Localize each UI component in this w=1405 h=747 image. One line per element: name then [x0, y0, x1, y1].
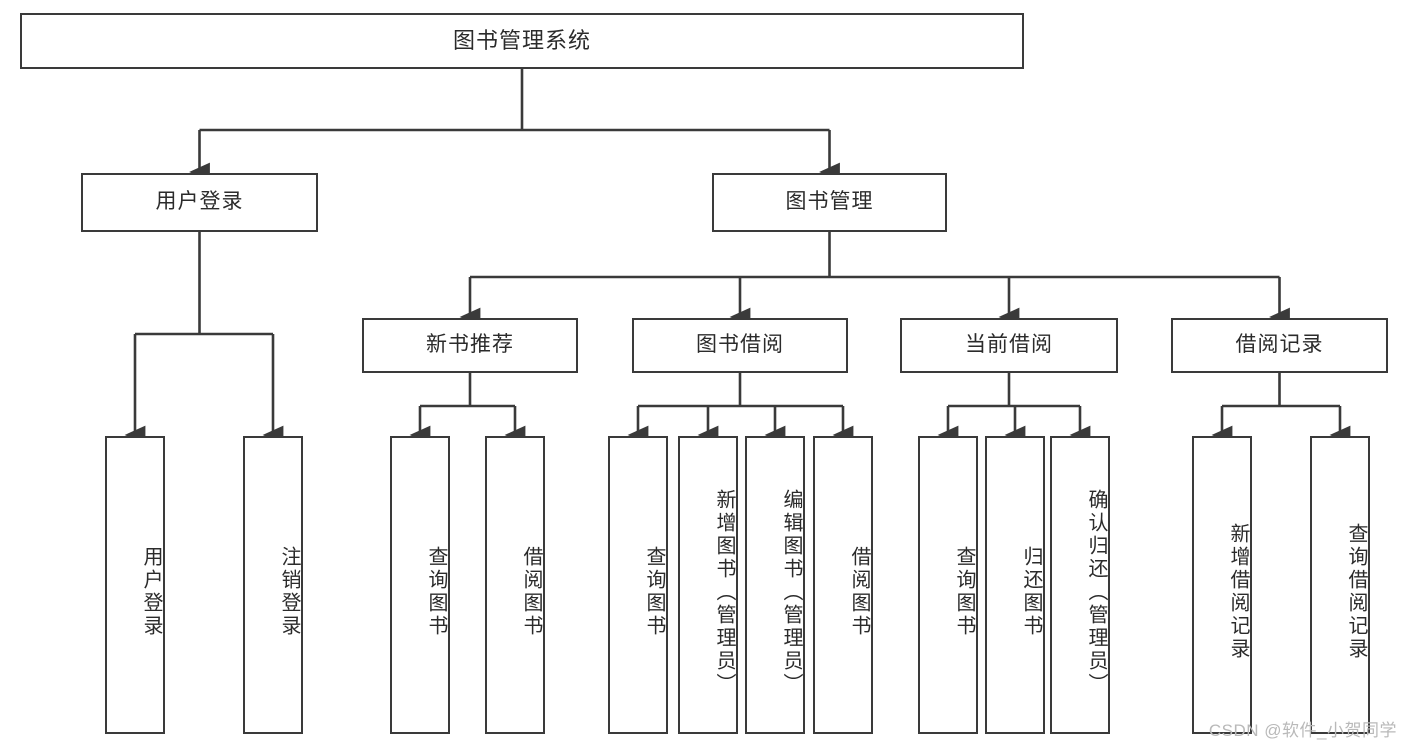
node-label: 查询借阅记录 — [1345, 523, 1367, 661]
node-label: 注销登录 — [278, 546, 300, 638]
node-records[interactable]: 借阅记录 — [1171, 318, 1388, 373]
node-label: 当前借阅 — [965, 333, 1053, 357]
node-label: 新书推荐 — [426, 333, 514, 357]
node-l-cu-query[interactable]: 查询图书 — [918, 436, 978, 734]
node-label: 新增图书（管理员） — [713, 488, 735, 696]
node-l-bw-add[interactable]: 新增图书（管理员） — [678, 436, 738, 734]
node-l-nb-borrow[interactable]: 借阅图书 — [485, 436, 545, 734]
node-label: 借阅图书 — [848, 546, 870, 638]
node-label: 归还图书 — [1020, 546, 1042, 638]
node-label: 图书管理 — [785, 190, 874, 214]
node-borrow[interactable]: 图书借阅 — [632, 318, 848, 373]
node-l-cu-confirm[interactable]: 确认归还（管理员） — [1050, 436, 1110, 734]
node-login[interactable]: 用户登录 — [81, 173, 318, 232]
node-label: 确认归还（管理员） — [1085, 488, 1107, 696]
node-label: 查询图书 — [425, 546, 447, 638]
node-root[interactable]: 图书管理系统 — [20, 13, 1024, 69]
node-l-cu-return[interactable]: 归还图书 — [985, 436, 1045, 734]
node-l-bw-borrow[interactable]: 借阅图书 — [813, 436, 873, 734]
node-label: 编辑图书（管理员） — [780, 488, 802, 696]
node-l-login[interactable]: 用户登录 — [105, 436, 165, 734]
node-label: 图书管理系统 — [452, 28, 591, 54]
node-l-bw-query[interactable]: 查询图书 — [608, 436, 668, 734]
node-l-bw-edit[interactable]: 编辑图书（管理员） — [745, 436, 805, 734]
node-label: 用户登录 — [155, 190, 244, 214]
node-current[interactable]: 当前借阅 — [900, 318, 1118, 373]
node-newbook[interactable]: 新书推荐 — [362, 318, 578, 373]
node-l-nb-query[interactable]: 查询图书 — [390, 436, 450, 734]
node-label: 图书借阅 — [696, 333, 784, 357]
node-l-rc-add[interactable]: 新增借阅记录 — [1192, 436, 1252, 734]
node-label: 借阅图书 — [520, 546, 542, 638]
node-bookmgmt[interactable]: 图书管理 — [712, 173, 947, 232]
node-label: 新增借阅记录 — [1227, 523, 1249, 661]
node-label: 查询图书 — [953, 546, 975, 638]
node-label: 查询图书 — [643, 546, 665, 638]
node-l-logout[interactable]: 注销登录 — [243, 436, 303, 734]
node-label: 用户登录 — [140, 546, 162, 638]
watermark-label: CSDN @软件_小贺同学 — [1208, 721, 1397, 740]
node-label: 借阅记录 — [1235, 333, 1324, 357]
node-l-rc-query[interactable]: 查询借阅记录 — [1310, 436, 1370, 734]
